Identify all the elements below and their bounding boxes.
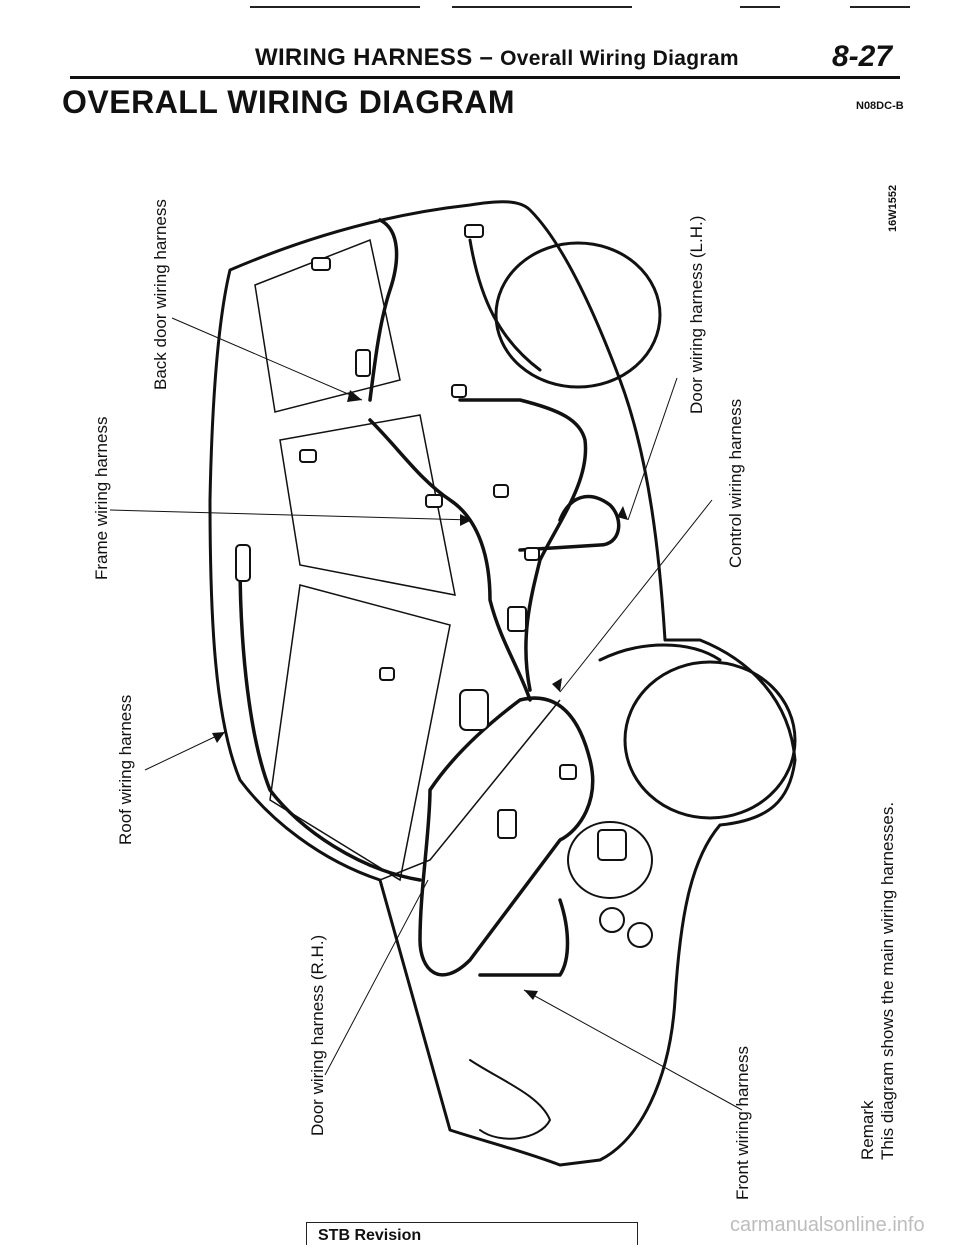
- front-wheel-arch: [598, 643, 722, 662]
- front-window: [269, 584, 451, 882]
- rear-wheel: [494, 241, 662, 389]
- leader-control: [559, 499, 713, 693]
- header-rule: [70, 76, 900, 79]
- leader-roof: [144, 731, 226, 771]
- leader-arrowhead: [460, 514, 472, 526]
- footer-box: [306, 1222, 638, 1245]
- connector: [497, 809, 517, 839]
- watermark: carmanualsonline.info: [730, 1214, 925, 1236]
- leader-arrowhead: [212, 732, 225, 743]
- horn: [599, 907, 625, 933]
- body-harness-route: [458, 398, 588, 692]
- headlamp: [567, 821, 653, 899]
- top-rule: [740, 6, 780, 8]
- label-door-harness-rh: Door wiring harness (R.H.): [308, 934, 327, 1136]
- label-control-harness: Control wiring harness: [726, 398, 745, 568]
- front-wheel: [623, 660, 797, 820]
- connector: [299, 449, 317, 463]
- remark-text: This diagram shows the main wiring harne…: [878, 801, 898, 1160]
- header-dash: –: [472, 44, 501, 71]
- connector: [524, 547, 540, 561]
- leader-arrowhead: [524, 990, 538, 1000]
- leader-door-rh: [324, 879, 429, 1076]
- frame-harness-route: [368, 418, 532, 702]
- remark: Remark This diagram shows the main wirin…: [858, 802, 899, 1160]
- header-title: WIRING HARNESS: [255, 44, 473, 71]
- top-rule: [250, 6, 420, 8]
- main-harness-loop: [418, 696, 595, 977]
- connector: [493, 484, 509, 498]
- connector: [559, 764, 577, 780]
- leader-arrowhead: [347, 390, 362, 402]
- roof-harness-route: [238, 558, 422, 882]
- section-code: N08DC-B: [856, 100, 904, 112]
- connector: [311, 257, 331, 271]
- label-door-harness-lh: Door wiring harness (L.H.): [687, 215, 706, 414]
- connector: [425, 494, 443, 508]
- label-frame-harness: Frame wiring harness: [92, 416, 111, 580]
- connector: [507, 606, 527, 632]
- control-harness-route: [518, 494, 621, 552]
- header-subtitle: Overall Wiring Diagram: [500, 47, 739, 70]
- connector: [597, 829, 627, 861]
- leader-door-lh: [627, 377, 678, 521]
- leader-front: [523, 989, 743, 1111]
- page-header: WIRING HARNESS – Overall Wiring Diagram: [255, 44, 739, 72]
- rear-wheel-arch: [468, 238, 542, 372]
- leader-arrowhead: [552, 678, 562, 692]
- leader-back-door: [171, 317, 363, 401]
- connector: [355, 349, 371, 377]
- footer-revision: STB Revision: [318, 1227, 422, 1244]
- connector: [459, 689, 489, 731]
- remark-heading: Remark: [858, 1100, 877, 1160]
- section-title: OVERALL WIRING DIAGRAM: [62, 84, 516, 120]
- horn: [627, 922, 653, 948]
- top-rule: [850, 6, 910, 8]
- back-door-harness-route: [368, 218, 399, 402]
- connector: [464, 224, 484, 238]
- label-roof-harness: Roof wiring harness: [116, 694, 135, 845]
- page-number: 8-27: [832, 40, 893, 73]
- front-harness-route: [478, 898, 570, 977]
- connector: [235, 544, 251, 582]
- vehicle-body-outline: [208, 200, 797, 1167]
- top-rule: [452, 6, 632, 8]
- label-back-door-harness: Back door wiring harness: [151, 199, 170, 390]
- front-bumper: [469, 1059, 551, 1140]
- connector: [379, 667, 395, 681]
- leader-arrowhead: [617, 506, 628, 520]
- leader-frame: [109, 509, 473, 521]
- connector: [451, 384, 467, 398]
- rear-window: [254, 238, 401, 413]
- label-front-harness: Front wiring harness: [733, 1045, 752, 1200]
